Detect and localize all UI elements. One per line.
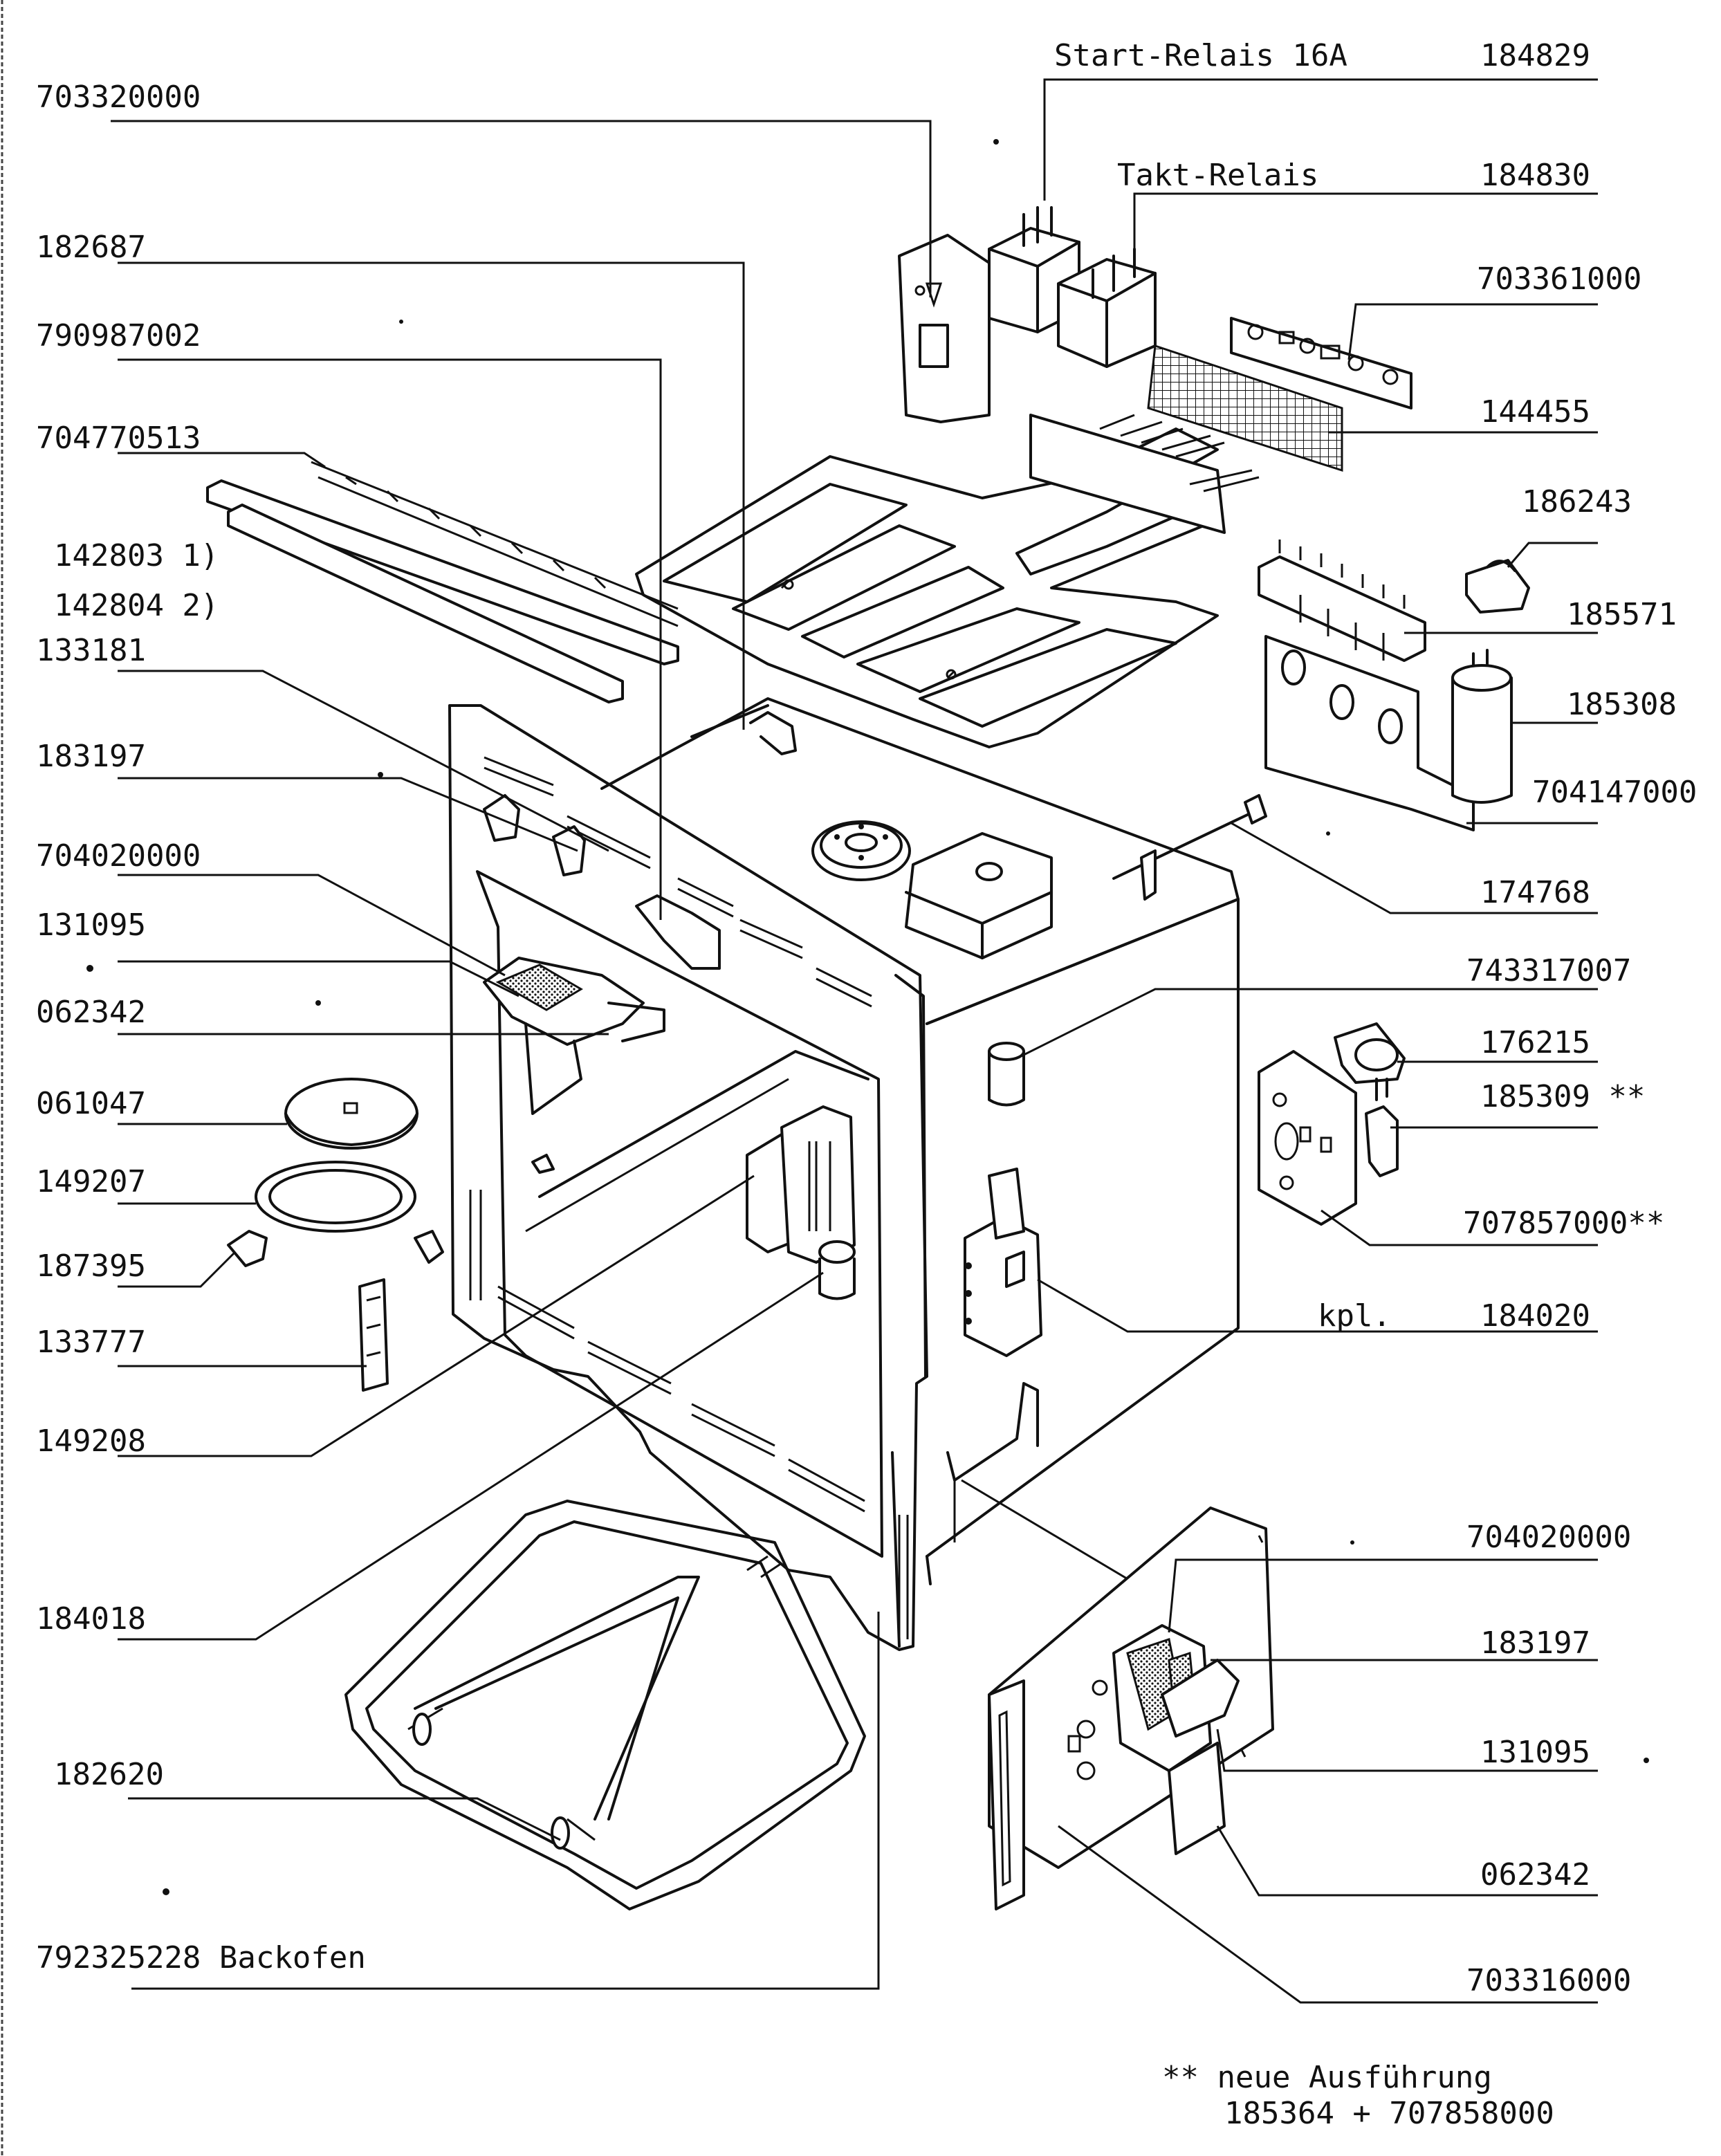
label-185309: 185309 **: [1480, 1079, 1645, 1114]
label-184830: 184830: [1480, 158, 1590, 193]
label-184018: 184018: [36, 1601, 146, 1637]
oven-cavity-drawing: [448, 697, 1240, 1651]
label-149207: 149207: [36, 1164, 146, 1199]
label-062342-right: 062342: [1480, 1857, 1590, 1892]
label-182620: 182620: [54, 1757, 164, 1792]
label-176215: 176215: [1480, 1025, 1590, 1060]
label-182687: 182687: [36, 230, 146, 265]
label-142803: 142803 1): [54, 538, 219, 573]
label-183197-left: 183197: [36, 739, 146, 774]
footnote: ** neue Ausführung 185364 + 707858000: [1162, 2060, 1554, 2131]
label-703316000: 703316000: [1466, 1963, 1631, 1998]
scan-specks: [86, 139, 1649, 1895]
label-133777: 133777: [36, 1325, 146, 1360]
label-131095-left: 131095: [36, 907, 146, 943]
label-187395: 187395: [36, 1249, 146, 1284]
label-takt-relais: Takt-Relais: [1117, 158, 1318, 193]
label-142804: 142804 2): [54, 588, 219, 623]
label-743317007: 743317007: [1466, 953, 1631, 988]
label-174768: 174768: [1480, 875, 1590, 910]
left-parts: [206, 461, 866, 1910]
hinge-assembly: [988, 1507, 1274, 1910]
label-707857000: 707857000**: [1463, 1206, 1664, 1241]
label-185571: 185571: [1567, 597, 1677, 632]
label-062342-left: 062342: [36, 995, 146, 1030]
label-184829: 184829: [1480, 38, 1590, 73]
leader-lines: [111, 78, 1598, 2004]
label-kpl: kpl.: [1318, 1298, 1391, 1334]
label-704020000-left: 704020000: [36, 838, 201, 874]
label-186243: 186243: [1522, 484, 1632, 519]
label-184020: 184020: [1480, 1298, 1590, 1334]
label-790987002: 790987002: [36, 318, 201, 353]
label-703361000: 703361000: [1477, 261, 1641, 297]
label-704770513: 704770513: [36, 421, 201, 456]
label-061047: 061047: [36, 1086, 146, 1121]
electrical-components: [898, 206, 1530, 901]
footnote-line-2: 185364 + 707858000: [1224, 2096, 1554, 2131]
label-703320000: 703320000: [36, 80, 201, 115]
part-labels: Start-Relais 16A 184829 703320000 Takt-R…: [36, 38, 1697, 1998]
label-149208: 149208: [36, 1423, 146, 1459]
footnote-line-1: ** neue Ausführung: [1162, 2060, 1492, 2095]
label-backofen: 792325228 Backofen: [36, 1940, 366, 1975]
label-704020000-right: 704020000: [1466, 1520, 1631, 1555]
label-144455: 144455: [1480, 394, 1590, 430]
thermostat-components: [1258, 1022, 1406, 1226]
label-704147000: 704147000: [1532, 775, 1697, 810]
label-183197-right: 183197: [1480, 1625, 1590, 1661]
label-start-relais: Start-Relais 16A: [1054, 38, 1347, 73]
label-185308: 185308: [1567, 687, 1677, 722]
label-133181: 133181: [36, 633, 146, 668]
label-131095-right: 131095: [1480, 1735, 1590, 1770]
